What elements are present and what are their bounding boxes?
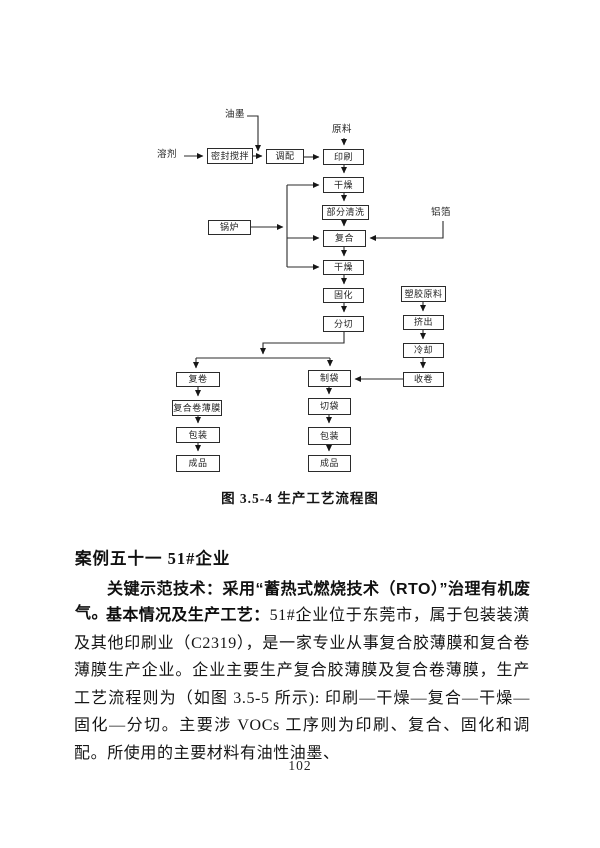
input-label-aluminum-foil: 铝箔 (431, 208, 452, 218)
flow-node-blending: 调配 (266, 149, 304, 164)
arrow-slitting-to-split-line (260, 332, 345, 355)
paragraph-basic-info: 基本情况及生产工艺：51#企业位于东莞市，属于包装装潢及其他印刷业（C2319）… (74, 602, 530, 768)
flow-node-finished-left: 成品 (176, 455, 220, 472)
arrow-foil-to-laminating (369, 221, 444, 241)
flow-node-boiler: 锅炉 (208, 220, 251, 235)
paragraph-basic-info-lead: 基本情况及生产工艺： (106, 607, 270, 624)
input-label-ink: 油墨 (225, 110, 246, 120)
paragraph-key-technology: 关键示范技术：采用“蓄热式燃烧技术（RTO）”治理有机废气。 (75, 581, 531, 622)
flow-node-curing: 固化 (323, 288, 364, 303)
flow-node-winding: 收卷 (403, 372, 444, 387)
flow-node-packaging-left: 包装 (176, 427, 220, 443)
input-label-solvent: 溶剂 (157, 150, 178, 160)
flow-node-sealed-mixing: 密封搅拌 (207, 148, 253, 164)
flow-node-bag-cutting: 切袋 (308, 398, 351, 415)
flow-node-plastic-raw: 塑胶原料 (401, 286, 446, 302)
flow-node-extrusion: 挤出 (403, 315, 444, 330)
flow-node-bag-making: 制袋 (308, 370, 351, 387)
section-heading: 案例五十一 51#企业 (75, 549, 231, 568)
flow-node-partial-cleaning: 部分清洗 (322, 205, 369, 220)
flow-node-finished-right: 成品 (308, 455, 351, 472)
flow-node-drying1: 干燥 (323, 177, 364, 193)
input-label-raw-material: 原料 (332, 125, 353, 135)
flow-node-laminated-roll-film: 复合卷薄膜 (172, 400, 222, 416)
flow-node-slitting: 分切 (323, 316, 364, 332)
figure-caption: 图 3.5-4 生产工艺流程图 (221, 491, 379, 506)
paragraph-basic-info-body: 51#企业位于东莞市，属于包装装潢及其他印刷业（C2319），是一家专业从事复合… (74, 607, 530, 762)
flow-node-laminating: 复合 (323, 230, 366, 247)
flow-node-drying2: 干燥 (323, 260, 364, 275)
flow-node-printing: 印刷 (323, 149, 364, 165)
flow-node-cooling: 冷却 (403, 343, 444, 358)
flow-node-rewinding: 复卷 (176, 372, 220, 387)
connector-group (184, 115, 444, 452)
page-number: 102 (288, 758, 312, 773)
flow-connectors (184, 115, 444, 452)
arrow-ink-to-line (247, 115, 261, 152)
flow-node-packaging-right: 包装 (308, 427, 351, 445)
process-flowchart: 油墨 原料 溶剂 铝箔 密封搅拌 调配 印刷 干燥 部分清洗 锅炉 复合 干燥 … (0, 100, 600, 480)
